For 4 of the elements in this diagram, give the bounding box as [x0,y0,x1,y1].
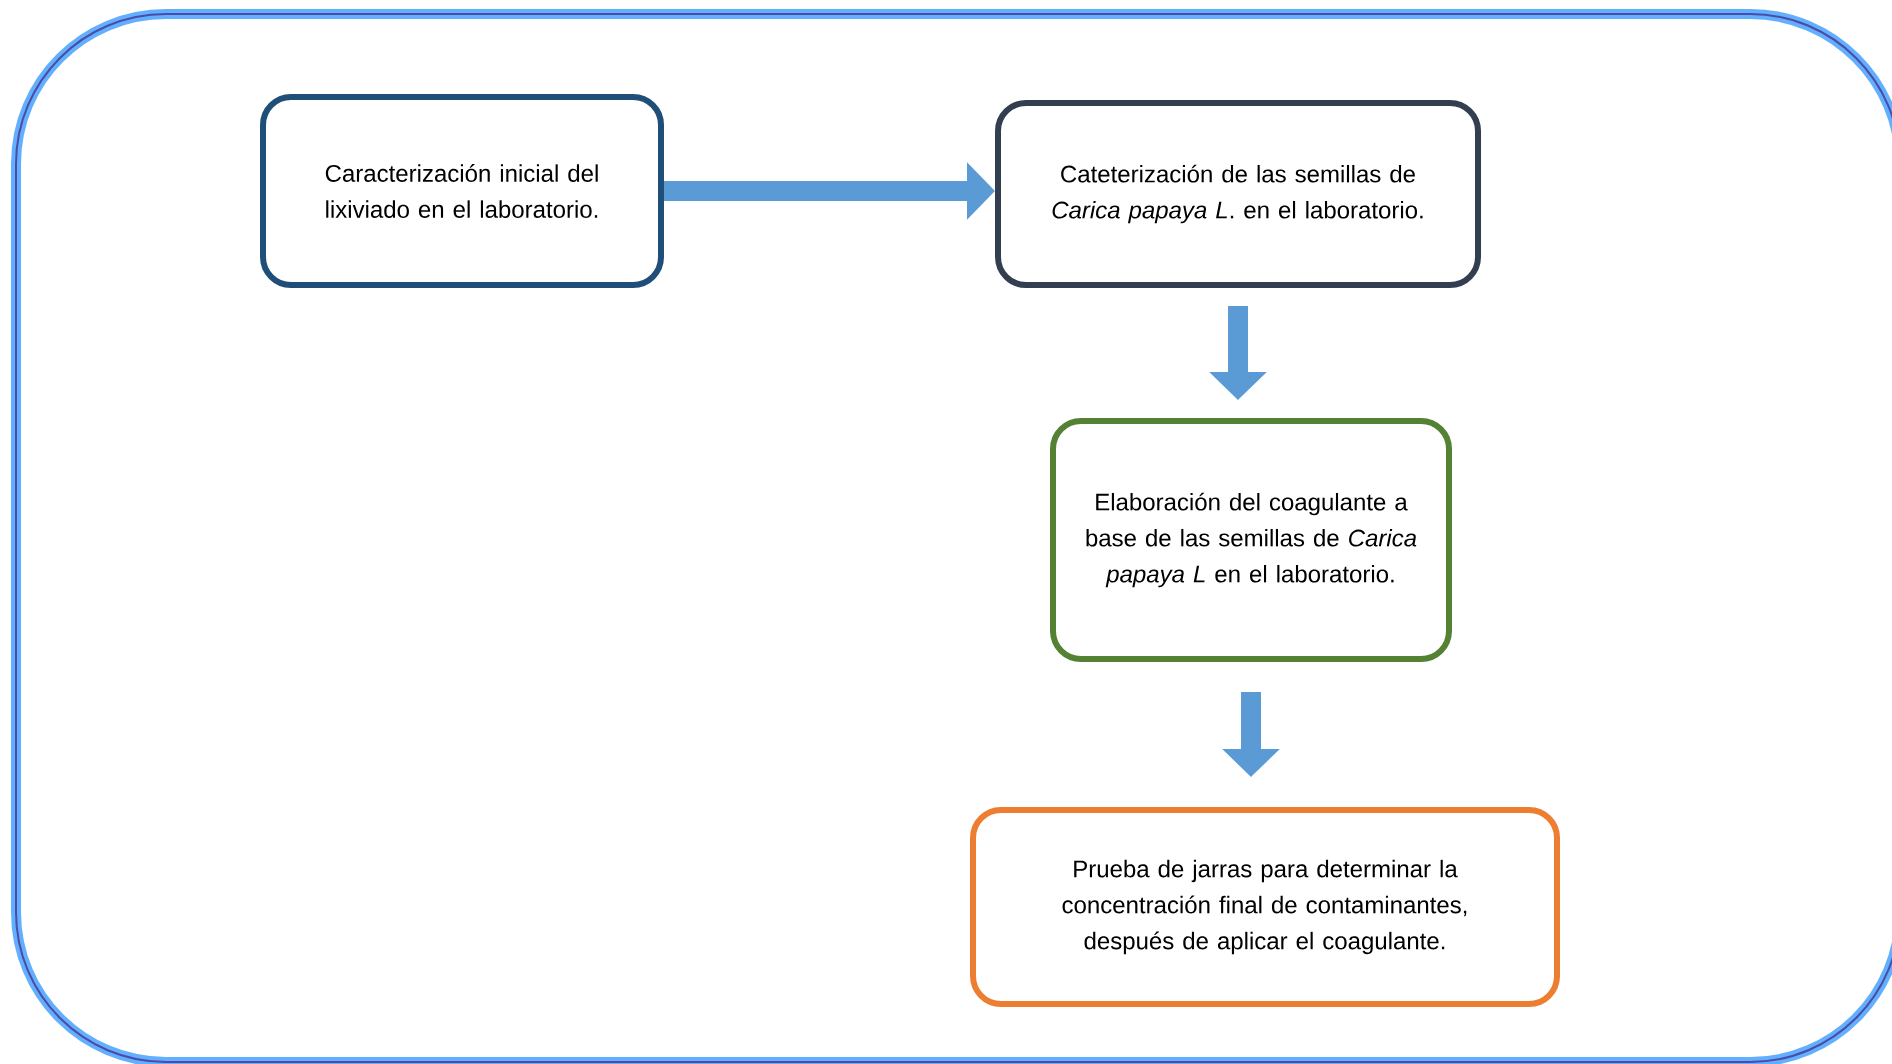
process-box: Elaboración del coagulante a base de las semillas de Carica papaya L en el laboratorio. [1050,418,1452,662]
process-box: Prueba de jarras para determinar la concentración final de contaminantes, después de aplicar el coagulante. [970,807,1560,1007]
process-box: Caracterización inicial del lixiviado en el laboratorio. [260,94,664,288]
process-box: Cateterización de las semillas de Carica papaya L. en el laboratorio. [995,100,1481,288]
